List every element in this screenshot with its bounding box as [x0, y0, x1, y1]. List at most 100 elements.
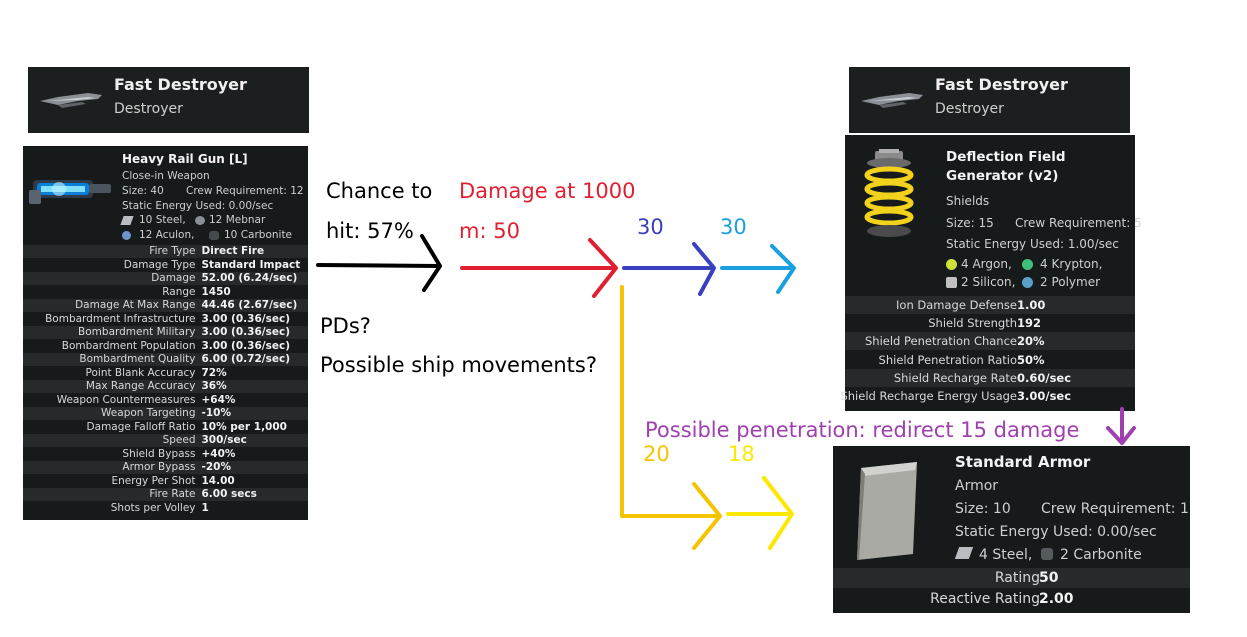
weapon-resource-1b: 12 Mebnar	[209, 214, 266, 226]
armor-energy: Static Energy Used: 0.00/sec	[955, 524, 1157, 540]
stat-value: Standard Impact	[201, 258, 301, 271]
penetration-note: Possible penetration: redirect 15 damage	[645, 418, 1080, 442]
weapon-energy: Static Energy Used: 0.00/sec	[122, 200, 274, 212]
armor-name: Standard Armor	[955, 453, 1091, 471]
carbonite-icon	[1041, 548, 1053, 560]
left-ship-card: Fast Destroyer Destroyer	[28, 67, 309, 133]
shield-generator-icon	[864, 149, 914, 237]
shield-type: Shields	[946, 194, 990, 208]
damage-arrow	[460, 238, 618, 298]
stat-label: Weapon Targeting	[101, 407, 196, 419]
weapon-size: Size: 40	[122, 185, 164, 197]
chance-to-hit-line2: hit: 57%	[326, 219, 414, 243]
armor-path-arrow	[620, 285, 722, 550]
armor-plate-icon	[857, 462, 917, 560]
weapon-resource-1a: 10 Steel,	[139, 214, 186, 226]
stat-value: 3.00 (0.36/sec)	[201, 326, 291, 338]
stat-label: Shots per Volley	[110, 501, 196, 514]
shield-crew: Crew Requirement: 5	[1015, 216, 1142, 230]
stat-value: 1	[201, 501, 209, 514]
stat-value: -10%	[201, 407, 232, 419]
polymer-icon	[1022, 277, 1033, 288]
stat-row: Damage Type Standard Impact	[23, 259, 308, 272]
stat-label: Bombardment Infrastructure	[45, 312, 196, 325]
stat-row: Bombardment Quality 6.00 (0.72/sec)	[23, 353, 308, 367]
stat-label: Rating	[994, 570, 1040, 586]
argon-icon	[946, 259, 957, 270]
armor-resource-1a: 4 Steel,	[979, 547, 1033, 563]
hit-chance-arrow	[316, 234, 442, 292]
stat-label: Damage Type	[123, 258, 196, 271]
armor-damage-value-1: 20	[643, 442, 670, 466]
stat-label: Speed	[162, 434, 196, 446]
stat-value: 3.00 (0.36/sec)	[201, 339, 291, 352]
shield-panel: Deflection Field Generator (v2) Shields …	[840, 135, 1142, 411]
stat-value: 14.00	[201, 474, 235, 487]
stat-label: Reactive Rating	[930, 590, 1040, 607]
weapon-resource-2a: 12 Aculon,	[139, 229, 195, 241]
stat-row: Shield Bypass+40%	[23, 448, 308, 461]
stat-label: Shield Bypass	[122, 447, 196, 460]
stat-value: 72%	[201, 366, 227, 379]
weapon-name: Heavy Rail Gun [L]	[122, 152, 248, 166]
stat-row: Bombardment Population 3.00 (0.36/sec)	[23, 340, 308, 353]
stat-value: 1450	[201, 285, 231, 298]
stat-value: 6.00 secs	[201, 488, 257, 500]
stat-value: 0.60/sec	[1017, 370, 1072, 385]
stat-label: Shield Strength	[928, 316, 1017, 331]
stat-label: Bombardment Population	[61, 339, 196, 352]
stat-label: Damage At Max Range	[75, 299, 196, 311]
stat-label: Ion Damage Defense	[896, 298, 1017, 312]
ship-class: Destroyer	[935, 101, 1004, 117]
stat-label: Max Range Accuracy	[85, 380, 196, 392]
armor-resource-1b: 2 Carbonite	[1060, 547, 1142, 563]
stat-value: 50	[1039, 570, 1059, 586]
penetration-arrow	[1106, 407, 1136, 445]
stat-row: Weapon Countermeasures+64%	[23, 394, 308, 407]
damage-at-range-line2: m: 50	[459, 219, 520, 243]
stat-label: Shield Recharge Rate	[893, 370, 1017, 385]
weapon-resource-2b: 10 Carbonite	[224, 229, 293, 241]
aculon-icon	[122, 231, 131, 240]
stat-row: Max Range Accuracy 36%	[23, 380, 308, 394]
shield-arrow-2	[720, 244, 796, 294]
stat-value: Direct Fire	[201, 245, 265, 257]
shield-damage-value-2: 30	[720, 215, 747, 239]
stat-label: Bombardment Military	[78, 326, 196, 338]
stat-row: Fire Rate 6.00 secs	[23, 488, 308, 502]
stat-row: Weapon Targeting -10%	[23, 407, 308, 421]
krypton-icon	[1022, 259, 1033, 270]
right-ship-card: Fast Destroyer Destroyer	[849, 67, 1130, 133]
pds-question: PDs?	[320, 314, 371, 338]
armor-crew: Crew Requirement: 1	[1041, 501, 1189, 517]
chance-to-hit-line1: Chance to	[326, 179, 433, 203]
armor-arrow-2	[726, 476, 794, 550]
stat-value: 36%	[201, 380, 227, 392]
stat-value: 52.00 (6.24/sec)	[201, 272, 298, 284]
shield-arrow-1	[622, 242, 716, 296]
stat-label: Bombardment Quality	[79, 353, 196, 365]
shield-size: Size: 15	[946, 216, 994, 230]
stat-value: 6.00 (0.72/sec)	[201, 353, 291, 365]
stat-value: 3.00/sec	[1017, 389, 1072, 403]
weapon-crew: Crew Requirement: 12	[186, 185, 304, 197]
shield-name: Deflection Field Generator (v2)	[946, 149, 1066, 184]
stat-label: Fire Rate	[149, 488, 196, 500]
stat-value: 192	[1017, 316, 1042, 331]
armor-panel: Standard Armor Armor Size: 10 Crew Requi…	[833, 446, 1190, 613]
